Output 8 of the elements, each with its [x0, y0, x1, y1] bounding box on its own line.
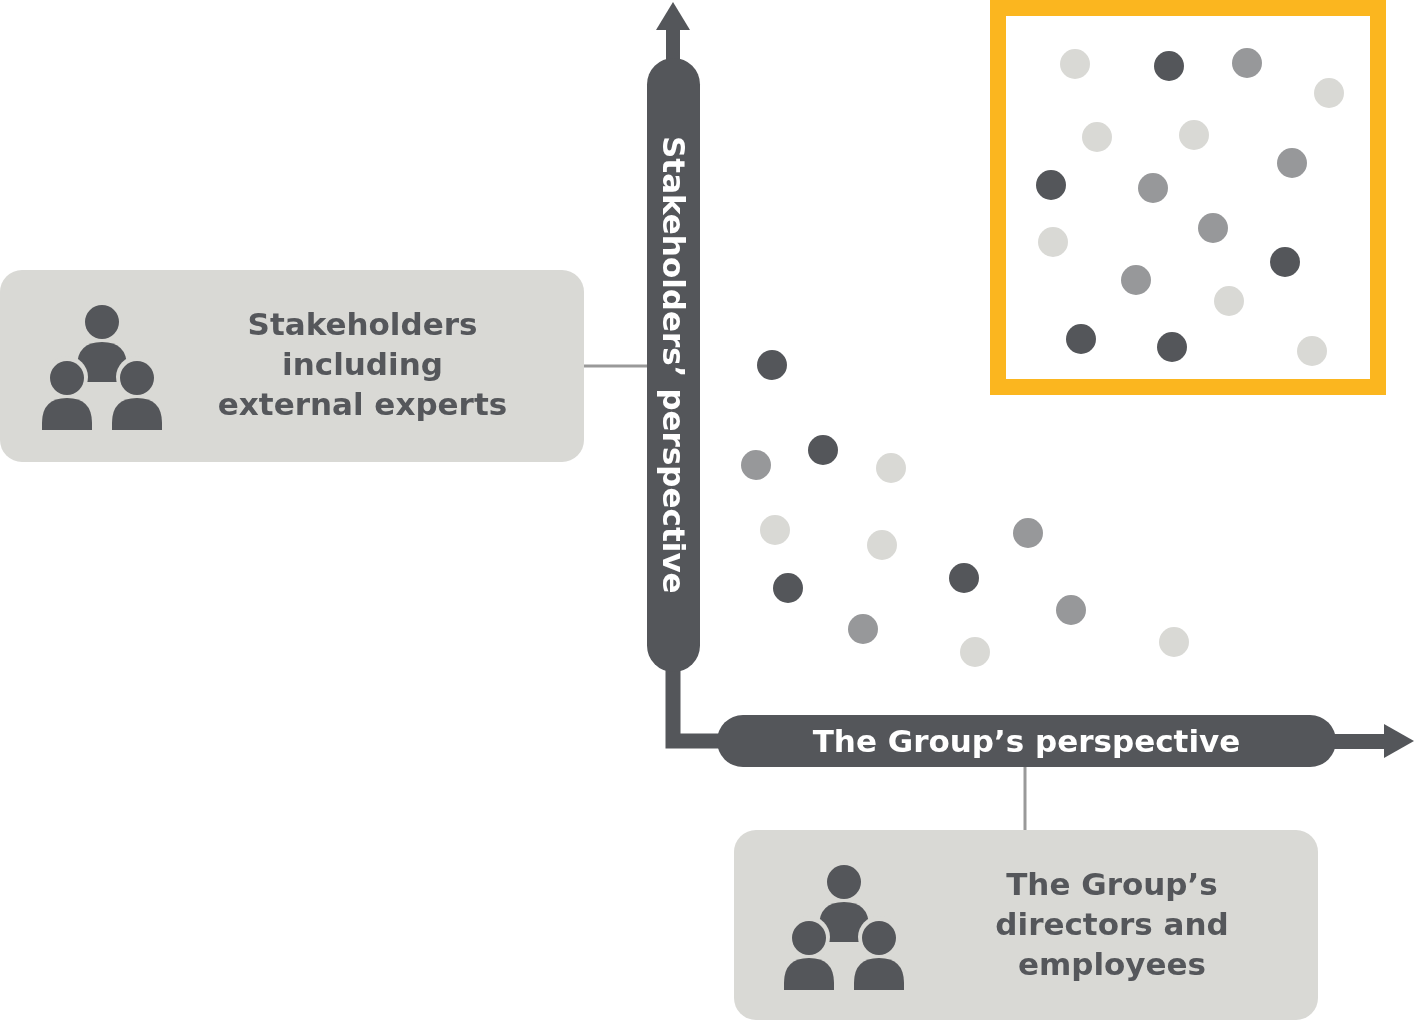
- node-label: Stakeholders’ perspective: [655, 136, 692, 594]
- connector-line: [1023, 767, 1027, 830]
- connector-line: [584, 364, 647, 368]
- node-label: The Group’s directors and employees: [994, 865, 1230, 984]
- node-label: The Group’s perspective: [812, 723, 1241, 759]
- group-card: [734, 830, 1318, 1020]
- node-label: Stakeholders including external experts: [216, 305, 509, 424]
- group-card: [0, 270, 584, 462]
